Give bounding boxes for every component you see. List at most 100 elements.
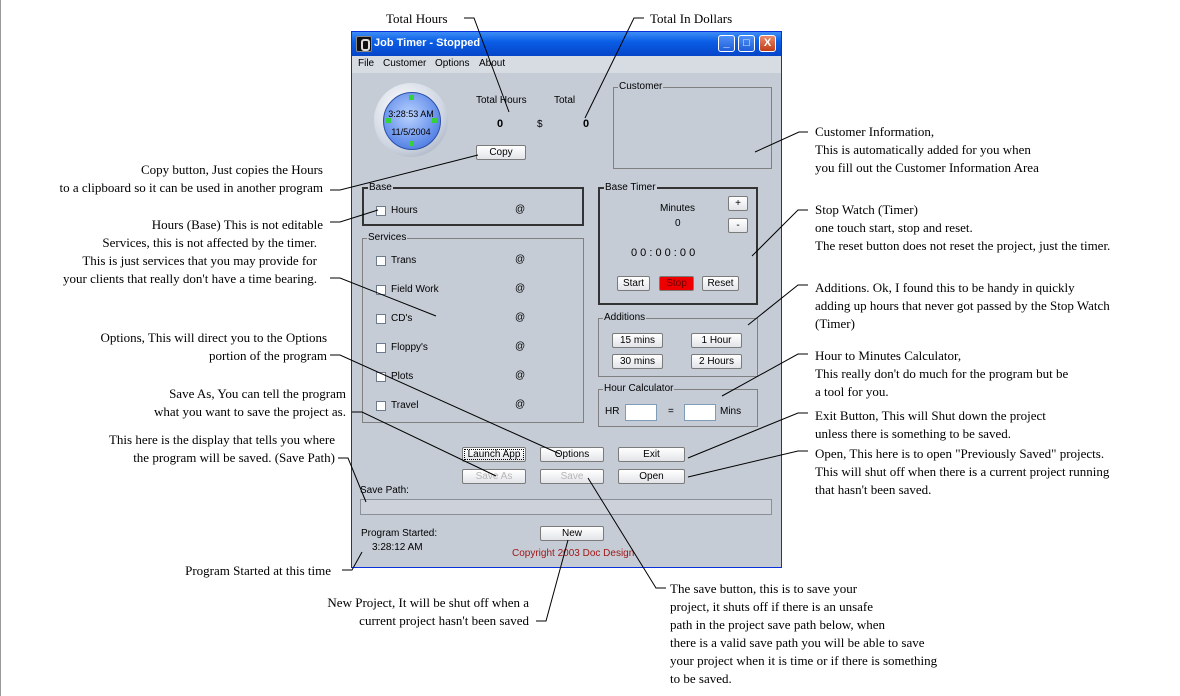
save-button[interactable]: Save	[540, 469, 604, 484]
service-rate-at: @	[515, 341, 526, 352]
service-label-field-work: Field Work	[391, 284, 439, 295]
additions-group-label: Additions	[603, 312, 647, 323]
total-dollars-value: 0	[583, 118, 590, 130]
service-checkbox-plots[interactable]	[376, 372, 386, 382]
currency-symbol: $	[537, 119, 543, 130]
service-checkbox-cds[interactable]	[376, 314, 386, 324]
additions-group: Additions	[598, 312, 758, 377]
add-1-hour-button[interactable]: 1 Hour	[691, 333, 742, 348]
analog-clock: 3:28:53 AM 11/5/2004	[374, 83, 448, 157]
annotation-options: Options, This will direct you to the Opt…	[100, 330, 327, 363]
service-label-cds: CD's	[391, 313, 413, 324]
annotation-hour-calc: Hour to Minutes Calculator, This really …	[815, 348, 1069, 399]
menu-options[interactable]: Options	[435, 58, 470, 69]
services-group-label: Services	[367, 232, 408, 243]
annotation-additions: Additions. Ok, I found this to be handy …	[815, 280, 1110, 331]
hour-calculator-group: Hour Calculator	[598, 383, 758, 427]
page-left-border	[0, 0, 1, 696]
total-hours-label: Total Hours	[476, 95, 527, 106]
customer-group: Customer	[613, 81, 772, 169]
clock-time: 3:28:53 AM	[388, 109, 434, 119]
service-checkbox-trans[interactable]	[376, 256, 386, 266]
exit-button[interactable]: Exit	[618, 447, 685, 462]
new-project-button[interactable]: New	[540, 526, 604, 541]
service-checkbox-field-work[interactable]	[376, 285, 386, 295]
start-button[interactable]: Start	[617, 276, 650, 291]
hours-rate-at: @	[515, 204, 526, 215]
hours-label: Hours	[391, 205, 418, 216]
service-checkbox-floppys[interactable]	[376, 343, 386, 353]
open-button[interactable]: Open	[618, 469, 685, 484]
job-timer-window: Job Timer - Stopped _ □ X File Customer …	[351, 31, 782, 568]
clock-marker-left	[386, 118, 391, 123]
service-rate-at: @	[515, 254, 526, 265]
annotation-exit: Exit Button, This will Shut down the pro…	[815, 408, 1046, 441]
annotation-save-button: The save button, this is to save your pr…	[670, 581, 938, 686]
menu-about[interactable]: About	[479, 58, 506, 69]
app-icon[interactable]	[356, 36, 372, 52]
service-rate-at: @	[515, 312, 526, 323]
annotation-total-hours: Total Hours	[386, 11, 448, 26]
total-label: Total	[554, 95, 576, 106]
save-as-button[interactable]: Save As	[462, 469, 526, 484]
hr-label: HR	[605, 406, 620, 417]
service-rate-at: @	[515, 370, 526, 381]
menu-file[interactable]: File	[358, 58, 375, 69]
save-path-label: Save Path:	[360, 485, 409, 496]
launch-app-button[interactable]: Launch App	[462, 447, 526, 462]
clock-face	[383, 92, 441, 150]
annotation-copy-button: Copy button, Just copies the Hours to a …	[59, 162, 323, 195]
annotation-save-path: This here is the display that tells you …	[108, 432, 335, 465]
window-title: Job Timer - Stopped	[374, 37, 481, 49]
add-15-mins-button[interactable]: 15 mins	[612, 333, 663, 348]
clock-marker-right	[432, 118, 437, 123]
service-label-travel: Travel	[391, 400, 419, 411]
equals-sign: =	[668, 406, 674, 417]
hour-calculator-group-label: Hour Calculator	[603, 383, 675, 394]
annotation-open: Open, This here is to open "Previously S…	[815, 446, 1110, 497]
minutes-label: Minutes	[660, 203, 696, 214]
maximize-button[interactable]: □	[738, 35, 755, 52]
annotation-services: Services, this is not affected by the ti…	[63, 235, 317, 286]
annotation-customer-info: Customer Information, This is automatica…	[815, 124, 1039, 175]
minimize-button[interactable]: _	[718, 35, 735, 52]
copyright-text: Copyright 2003 Doc Design	[512, 548, 635, 559]
title-bar[interactable]: Job Timer - Stopped _ □ X	[352, 32, 781, 56]
program-started-time: 3:28:12 AM	[372, 542, 423, 553]
menu-bar: File Customer Options About	[352, 56, 781, 73]
annotation-hours-base: Hours (Base) This is not editable	[151, 217, 323, 232]
hours-checkbox[interactable]	[376, 206, 386, 216]
stop-button[interactable]: Stop	[659, 276, 694, 291]
add-2-hours-button[interactable]: 2 Hours	[691, 354, 742, 369]
minutes-increment-button[interactable]: +	[728, 196, 748, 211]
save-path-display	[360, 499, 772, 515]
annotation-new-project: New Project, It will be shut off when a …	[327, 595, 529, 628]
clock-marker-bottom	[409, 141, 414, 146]
service-checkbox-travel[interactable]	[376, 401, 386, 411]
service-rate-at: @	[515, 399, 526, 410]
annotation-stop-watch: Stop Watch (Timer) one touch start, stop…	[815, 202, 1111, 253]
base-group-label: Base	[368, 182, 393, 193]
add-30-mins-button[interactable]: 30 mins	[612, 354, 663, 369]
base-timer-group-label: Base Timer	[604, 182, 657, 193]
minutes-value: 0	[675, 218, 681, 229]
close-button[interactable]: X	[759, 35, 776, 52]
annotation-program-started: Program Started at this time	[185, 563, 331, 578]
mins-label: Mins	[720, 406, 742, 417]
service-label-trans: Trans	[391, 255, 417, 266]
annotation-total-dollars: Total In Dollars	[650, 11, 733, 26]
clock-date: 11/5/2004	[391, 127, 431, 137]
service-label-plots: Plots	[391, 371, 414, 382]
copy-button[interactable]: Copy	[476, 145, 526, 160]
timer-display: 0 0 : 0 0 : 0 0	[631, 247, 696, 259]
menu-customer[interactable]: Customer	[383, 58, 427, 69]
minutes-input[interactable]	[684, 404, 716, 421]
minutes-decrement-button[interactable]: -	[728, 218, 748, 233]
annotation-save-as: Save As, You can tell the program what y…	[153, 386, 346, 419]
hours-input[interactable]	[625, 404, 657, 421]
reset-button[interactable]: Reset	[702, 276, 739, 291]
clock-marker-top	[409, 95, 414, 100]
customer-group-label: Customer	[618, 81, 664, 92]
options-button[interactable]: Options	[540, 447, 604, 462]
total-hours-value: 0	[497, 118, 504, 130]
